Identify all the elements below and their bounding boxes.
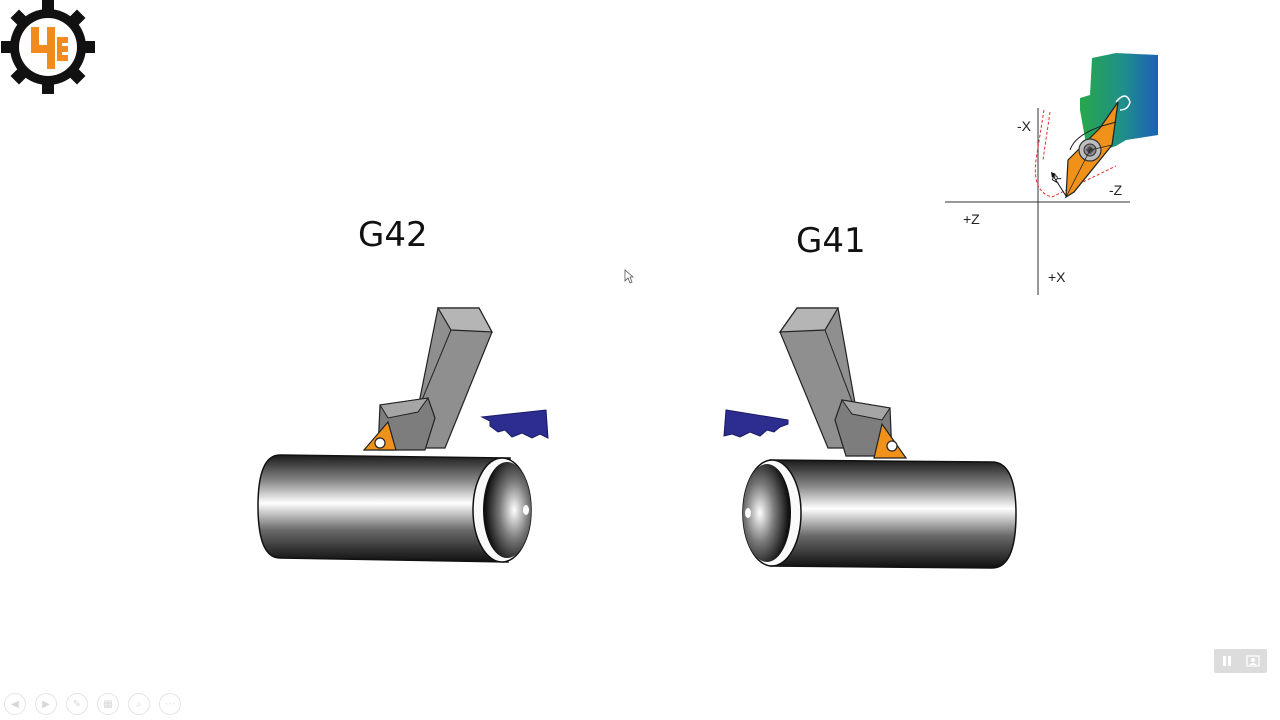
zoom-icon: ⌕ xyxy=(136,698,142,710)
previous-button[interactable]: ◀ xyxy=(4,693,26,715)
previous-icon: ◀ xyxy=(11,698,19,710)
neg-x-label: -X xyxy=(1017,118,1031,134)
presenter-icon[interactable] xyxy=(1246,655,1260,667)
pointer-cursor-icon xyxy=(624,269,635,284)
g41-turning-diagram xyxy=(723,307,1017,569)
pos-x-label: +X xyxy=(1048,269,1066,285)
pen-icon: ✎ xyxy=(72,698,82,710)
slides-icon: ▦ xyxy=(103,698,113,710)
more-button[interactable]: ⋯ xyxy=(159,693,181,715)
more-icon: ⋯ xyxy=(165,698,175,710)
video-corner-controls[interactable] xyxy=(1214,649,1267,673)
neg-z-label: -Z xyxy=(1109,182,1123,198)
zoom-button[interactable]: ⌕ xyxy=(128,693,150,715)
axes-diagram: R -X -Z +Z +X xyxy=(940,50,1165,300)
pause-icon[interactable] xyxy=(1221,655,1233,667)
g41-illustration xyxy=(720,300,1030,575)
next-button[interactable]: ▶ xyxy=(35,693,57,715)
g41-title: G41 xyxy=(796,221,866,261)
channel-logo xyxy=(0,0,96,96)
slides-button[interactable]: ▦ xyxy=(97,693,119,715)
g42-illustration xyxy=(250,300,550,570)
presentation-controls: ◀ ▶ ✎ ▦ ⌕ ⋯ xyxy=(4,693,181,715)
gear-logo-icon xyxy=(1,0,95,94)
next-icon: ▶ xyxy=(42,698,50,710)
g42-title: G42 xyxy=(358,215,428,255)
pen-button[interactable]: ✎ xyxy=(66,693,88,715)
mouse-cursor xyxy=(624,269,635,289)
radius-label: R xyxy=(1050,173,1064,186)
tool-nose-radius-diagram: R xyxy=(945,53,1158,295)
pos-z-label: +Z xyxy=(963,211,980,227)
g42-turning-diagram xyxy=(257,307,549,563)
